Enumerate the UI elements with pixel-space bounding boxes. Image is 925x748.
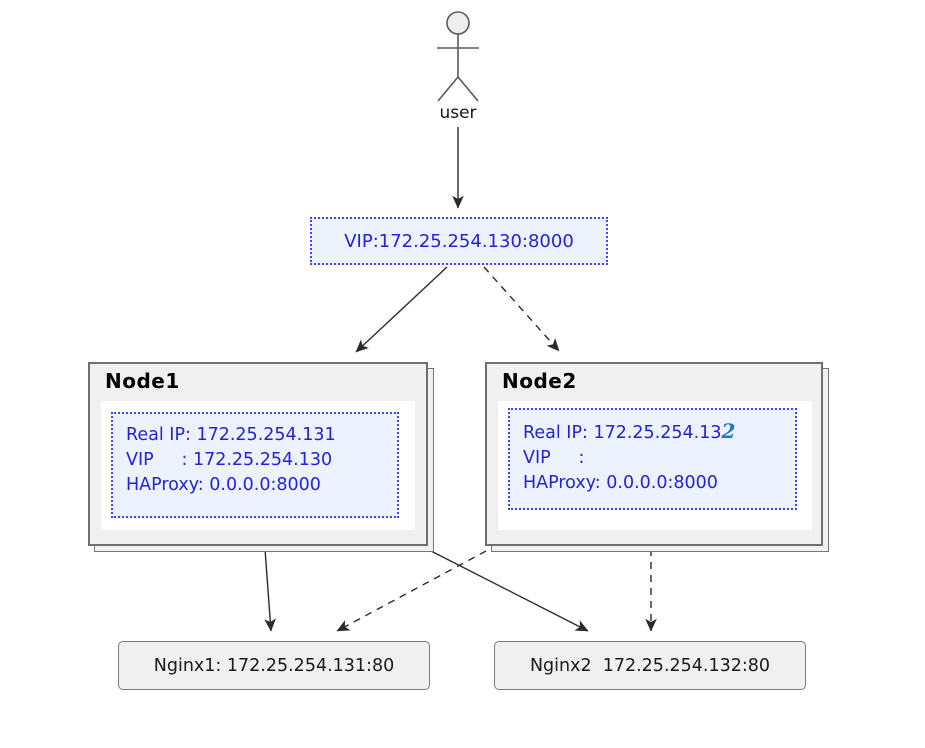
node1-ip-box: Real IP: 172.25.254.131 VIP : 172.25.254… [111,412,399,518]
vip-box: VIP:172.25.254.130:8000 [310,217,608,265]
actor-label: user [439,103,476,123]
edge-vip-to-node2 [483,266,560,352]
nginx1-box: Nginx1: 172.25.254.131:80 [118,641,430,690]
node1-box: Node1 Real IP: 172.25.254.131 VIP : 172.… [88,362,428,546]
nginx2-box: Nginx2 172.25.254.132:80 [494,641,806,690]
node1-real-ip: Real IP: 172.25.254.131 [126,425,336,445]
vip-label: VIP:172.25.254.130:8000 [344,230,574,252]
user-actor-icon [437,11,479,102]
node2-special-digit: 2 [721,419,736,443]
node2-title: Node2 [502,369,577,393]
node2-haproxy: HAProxy: 0.0.0.0:8000 [523,473,718,493]
node1-inner-panel: Real IP: 172.25.254.131 VIP : 172.25.254… [101,401,415,530]
edge-node1-to-nginx1 [264,548,276,632]
edge-vip-to-node1 [355,266,448,353]
nginx1-label: Nginx1: 172.25.254.131:80 [153,655,395,676]
node2-ip-box: Real IP: 172.25.254.132 VIP : HAProxy: 0… [508,408,797,510]
actor-head [446,11,470,35]
node2-real-ip-text: Real IP: 172.25.254.13 [523,423,722,443]
node2-inner-panel: Real IP: 172.25.254.132 VIP : HAProxy: 0… [498,401,812,530]
node2-vip: VIP : [523,448,585,468]
node1-vip: VIP : 172.25.254.130 [126,450,333,470]
nginx2-label: Nginx2 172.25.254.132:80 [529,655,771,676]
node2-real-ip: Real IP: 172.25.254.132 [523,419,795,446]
node1-title: Node1 [105,369,180,393]
edge-node2-to-nginx1 [336,550,487,632]
edge-node1-to-nginx2 [430,550,589,632]
node1-haproxy: HAProxy: 0.0.0.0:8000 [126,475,321,495]
node2-box: Node2 Real IP: 172.25.254.132 VIP : HAPr… [485,362,823,546]
